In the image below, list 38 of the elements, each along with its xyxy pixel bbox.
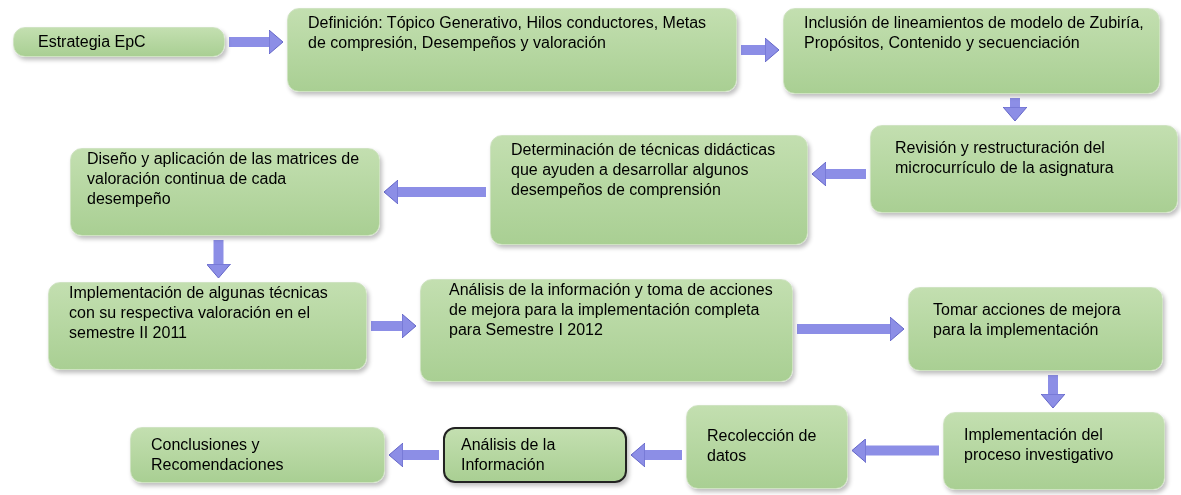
box-text: Definición: Tópico Generativo, Hilos conductores, Metas de compresión, Desempeños y valoración (308, 13, 708, 53)
process-box (783, 8, 1160, 94)
process-box (70, 148, 380, 236)
arrow (1040, 375, 1066, 409)
arrow (811, 161, 866, 187)
process-box (287, 8, 737, 92)
box-text: Recolección de datos (707, 426, 818, 466)
box-text: Diseño y aplicación de las matrices de valoración continua de cada desempeño (87, 149, 361, 209)
box-text: Análisis de la información y toma de acciones de mejora para la implementación completa para Semestre I 2012 (449, 280, 774, 340)
box-text: Determinación de técnicas didácticas que ayuden a desarrollar algunos desempeños de comprensión (511, 140, 777, 200)
process-box (490, 135, 808, 245)
arrow (371, 313, 417, 339)
process-box (908, 287, 1163, 371)
process-box (48, 282, 367, 370)
box-text: Estrategia EpC (38, 32, 147, 52)
arrow (851, 438, 939, 463)
arrow (229, 29, 284, 55)
process-box (13, 27, 225, 57)
arrow (1002, 98, 1028, 122)
box-text: Conclusiones y Recomendaciones (151, 435, 285, 475)
arrow (383, 179, 486, 205)
box-text: Tomar acciones de mejora para la implementación (933, 300, 1122, 340)
process-box (443, 427, 627, 483)
arrow (630, 442, 682, 468)
arrow (388, 442, 439, 468)
arrow (797, 316, 905, 342)
box-text: Implementación del proceso investigativo (964, 425, 1115, 465)
arrow (206, 240, 231, 279)
arrow (741, 37, 780, 63)
process-box (130, 427, 385, 483)
box-text: Análisis de la Información (461, 435, 557, 475)
process-box (870, 125, 1178, 213)
process-box (420, 279, 793, 382)
process-box (943, 412, 1165, 490)
box-text: Inclusión de lineamientos de modelo de Zubiría, Propósitos, Contenido y secuenciación (804, 13, 1145, 53)
process-box (686, 405, 848, 489)
box-text: Implementación de algunas técnicas con su respectiva valoración en el semestre II 2011 (69, 283, 329, 343)
box-text: Revisión y restructuración del microcurrículo de la asignatura (895, 138, 1115, 178)
